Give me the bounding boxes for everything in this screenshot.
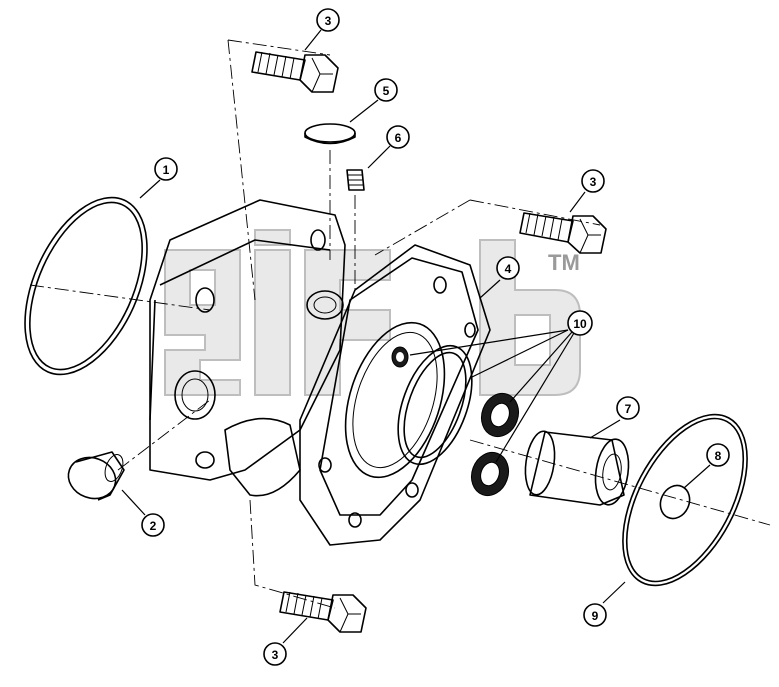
callout-2-label: 2 [150,519,157,533]
part-3-bolt-bottom [279,591,367,633]
part-3-bolt-right [519,212,607,254]
part-7-coupling [524,430,630,506]
callout-6: 6 [386,125,410,149]
callout-10: 10 [567,310,593,336]
callout-3-top: 3 [316,8,340,32]
callout-1-label: 1 [163,163,170,177]
part-9-o-ring [622,413,748,587]
part-1-o-ring [24,196,148,376]
watermark-logo: TM [164,229,581,396]
callout-5: 5 [374,78,398,102]
part-6-set-screw [346,169,365,191]
trademark-mark: TM [548,250,580,275]
callout-4-label: 4 [505,262,512,276]
part-10-seals [391,346,520,497]
callout-4: 4 [496,256,520,280]
callout-7-label: 7 [625,402,632,416]
callout-7: 7 [616,396,640,420]
part-3-bolt-top [251,51,339,93]
callout-6-label: 6 [395,131,402,145]
part-8-small-o-ring [659,484,691,520]
part-4-gasket [397,344,473,466]
callout-9: 9 [583,603,607,627]
callout-10-label: 10 [573,317,587,331]
part-2-plug [67,451,125,501]
callout-1: 1 [154,157,178,181]
callout-8: 8 [706,443,730,467]
callout-5-label: 5 [383,84,390,98]
callout-2: 2 [141,513,165,537]
callout-3-right-label: 3 [590,175,597,189]
leader-lines [121,29,711,644]
flange-plate [299,244,491,546]
callout-3-bottom-label: 3 [272,648,279,662]
callout-3-top-label: 3 [325,14,332,28]
callout-9-label: 9 [592,609,599,623]
part-5-disc [304,123,356,145]
center-lines [29,39,771,609]
callout-8-label: 8 [715,449,722,463]
callout-3-right: 3 [581,169,605,193]
callout-3-bottom: 3 [263,642,287,666]
